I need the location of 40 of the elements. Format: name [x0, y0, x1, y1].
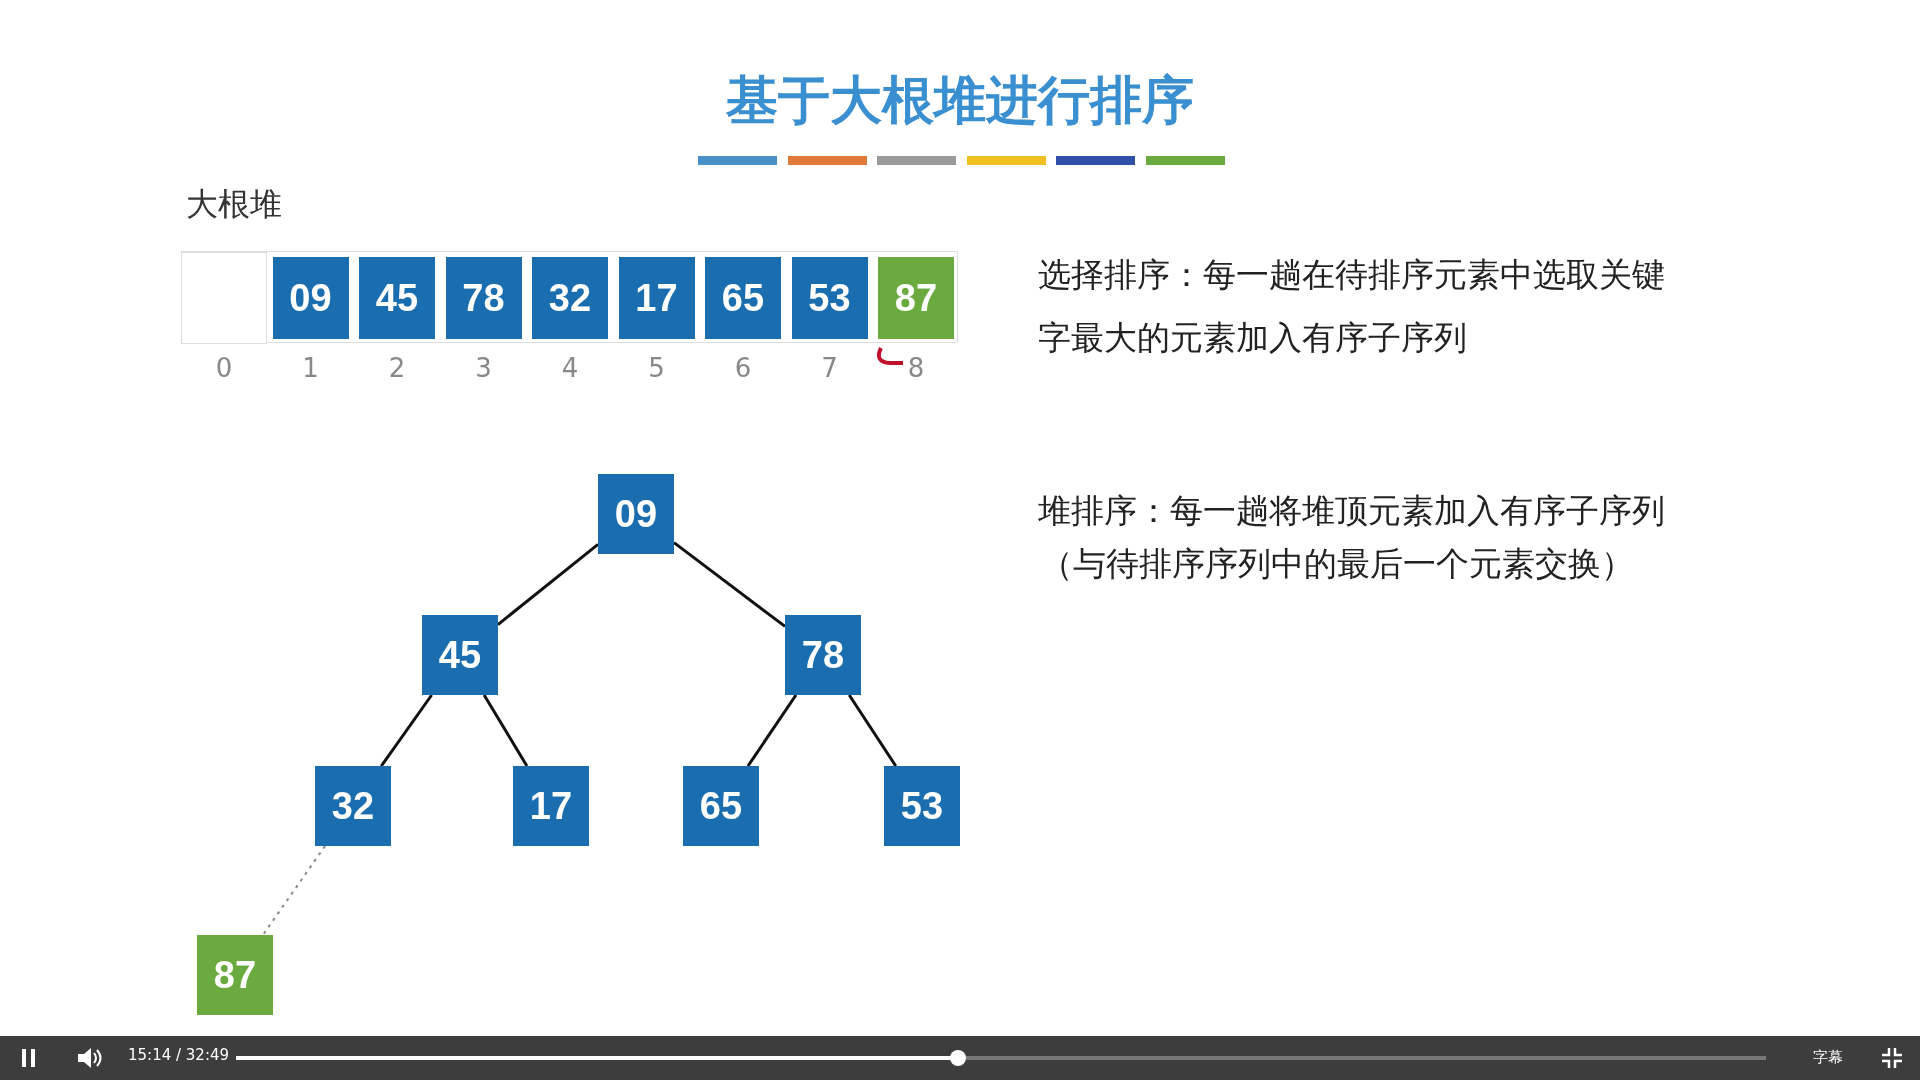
index-number: 2	[387, 353, 407, 383]
index-number: 5	[647, 353, 666, 383]
array-cell: 17	[618, 257, 695, 339]
tree-node: 17	[513, 766, 589, 846]
array-cell: 53	[791, 257, 868, 339]
tree-node: 65	[683, 766, 759, 846]
tree-node: 87	[197, 935, 273, 1015]
description-text: 选择排序：每一趟在待排序元素中选取关键字最大的元素加入有序子序列	[1038, 254, 1666, 359]
index-number: 0	[214, 353, 234, 383]
index-number: 6	[733, 353, 753, 383]
tree-edge	[847, 694, 898, 767]
index-number: 3	[474, 353, 493, 383]
tree-edge	[746, 694, 798, 767]
description-text: 堆排序：每一趟将堆顶元素加入有序子序列	[1038, 490, 1666, 532]
tree-node: 78	[785, 615, 861, 695]
index-number: 7	[820, 353, 839, 383]
index-number: 1	[301, 353, 320, 383]
array-cell: 32	[532, 257, 608, 339]
tree-node: 45	[422, 615, 498, 695]
array-cell: 45	[359, 257, 435, 339]
tree-node: 32	[315, 766, 391, 846]
tree-edge	[380, 694, 433, 767]
tree-node: 53	[884, 766, 960, 846]
description-text: （与待排序序列中的最后一个元素交换）	[1040, 543, 1635, 585]
heading-text: 大根堆	[186, 184, 282, 225]
subtitle-toggle: 字幕	[1813, 1048, 1853, 1067]
tree-edge	[482, 694, 529, 767]
title: 基于大根堆进行排序	[725, 69, 1195, 132]
index-number: 8	[906, 353, 926, 383]
dotted-line	[261, 845, 327, 936]
tree-edge	[497, 543, 599, 626]
array-cell: 87	[878, 257, 954, 339]
time-display: 15:14 / 32:49	[128, 1046, 231, 1064]
empty-cell	[181, 252, 267, 344]
tree-edge	[673, 541, 786, 628]
array-cell: 09	[272, 257, 349, 339]
index-number: 4	[560, 353, 580, 383]
array-cell: 78	[445, 257, 522, 339]
array-cell: 65	[705, 257, 781, 339]
tree-node: 09	[598, 474, 674, 554]
